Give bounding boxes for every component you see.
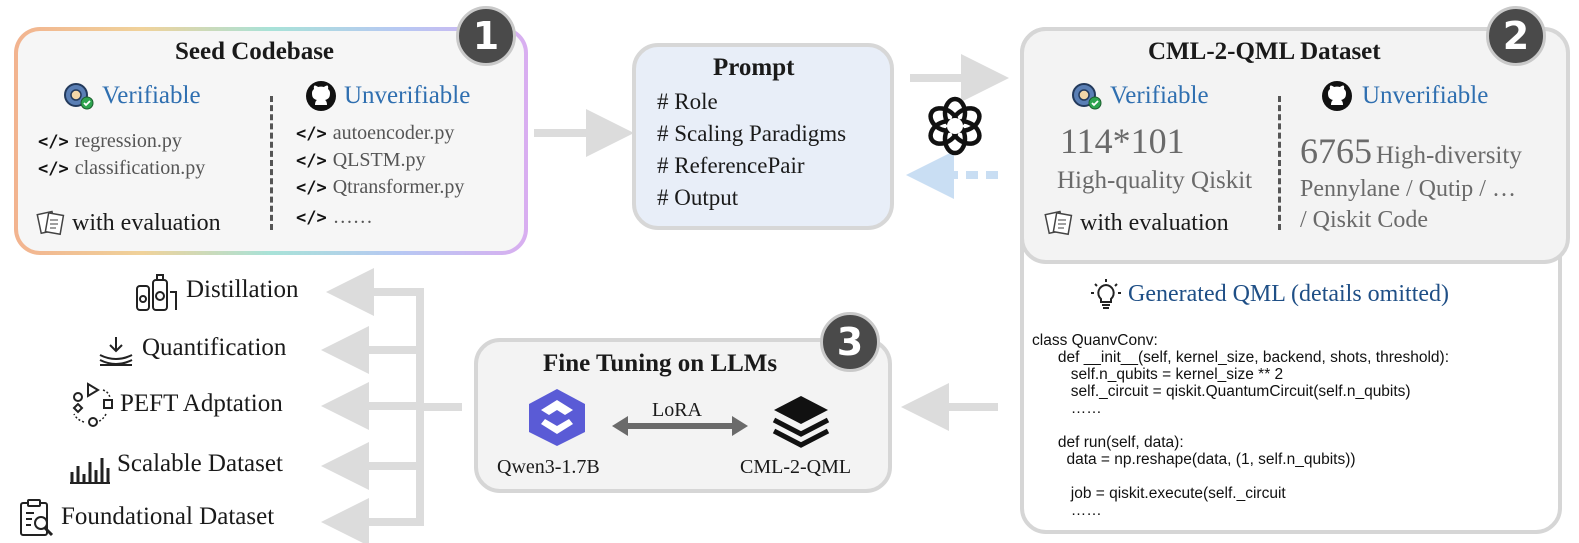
file-name: Qtransformer.py (332, 176, 465, 198)
code-icon: </> (38, 132, 69, 152)
seed-unverifiable-label: Unverifiable (344, 82, 471, 109)
seed-codebase-title: Seed Codebase (175, 38, 335, 65)
github-icon (304, 80, 340, 112)
verifiable-gear-icon (1068, 80, 1104, 112)
cml-model-label: CML-2-QML (740, 456, 852, 478)
dataset-divider (1278, 96, 1281, 230)
prompt-line: # Output (657, 185, 739, 210)
distillation-icon (134, 272, 178, 312)
seed-verifiable-label: Verifiable (102, 82, 201, 109)
peft-cycle-icon (70, 382, 116, 428)
code-icon: </> (296, 124, 327, 144)
qwen-model-label: Qwen3-1.7B (497, 456, 600, 478)
clipboard-search-icon (18, 498, 56, 538)
verifiable-description: High-quality Qiskit (1057, 167, 1253, 194)
output-scalable-dataset: Scalable Dataset (117, 450, 283, 477)
seed-file-row: </>classification.py (38, 157, 205, 180)
seed-file-row: </>autoencoder.py (296, 122, 454, 145)
prompt-panel (632, 43, 894, 230)
file-name: …… (332, 206, 373, 228)
code-icon: </> (296, 208, 327, 228)
quantification-icon (96, 335, 136, 367)
seed-divider (270, 96, 273, 230)
seed-evaluation-text: with evaluation (72, 210, 221, 236)
bar-chart-icon (68, 450, 110, 484)
code-icon: </> (38, 159, 69, 179)
layers-stack-icon (770, 392, 832, 454)
prompt-line: # ReferencePair (657, 153, 805, 178)
file-name: QLSTM.py (332, 149, 426, 171)
dataset-unverifiable-label: Unverifiable (1362, 82, 1489, 109)
prompt-title: Prompt (713, 54, 795, 81)
prompt-line: # Role (657, 89, 718, 114)
unverifiable-stats: 6765 High-diversity (1300, 130, 1522, 172)
seed-file-row: </>…… (296, 206, 373, 229)
dataset-title: CML-2-QML Dataset (1148, 38, 1381, 65)
unverifiable-desc-1: High-diversity (1376, 142, 1522, 169)
file-name: regression.py (74, 130, 182, 152)
seed-file-row: </>regression.py (38, 130, 182, 153)
file-name: autoencoder.py (332, 122, 455, 144)
seed-file-row: </>QLSTM.py (296, 149, 426, 172)
unverifiable-desc-2: Pennylane / Qutip / … (1300, 176, 1516, 202)
evaluation-icon (36, 210, 66, 236)
generated-code-snippet: class QuanvConv: def __init__(self, kern… (1032, 332, 1450, 519)
evaluation-icon (1044, 210, 1074, 236)
prompt-line: # Scaling Paradigms (657, 121, 847, 146)
step-badge-3: 3 (820, 312, 880, 372)
seed-file-row: </>Qtransformer.py (296, 176, 464, 199)
step-badge-2: 2 (1486, 6, 1546, 66)
code-icon: </> (296, 151, 327, 171)
fine-tuning-title: Fine Tuning on LLMs (543, 350, 778, 377)
lightbulb-icon (1090, 278, 1122, 310)
step-badge-1: 1 (456, 6, 516, 66)
qwen-logo-icon (523, 386, 591, 448)
output-peft-adaptation: PEFT Adptation (120, 390, 283, 417)
github-icon (1320, 80, 1356, 112)
dataset-verifiable-label: Verifiable (1110, 82, 1209, 109)
verifiable-gear-icon (60, 80, 96, 112)
code-icon: </> (296, 178, 327, 198)
dataset-evaluation-text: with evaluation (1080, 210, 1229, 236)
output-quantification: Quantification (142, 334, 287, 361)
output-distillation: Distillation (186, 276, 299, 303)
file-name: classification.py (74, 157, 206, 179)
openai-logo-icon (922, 93, 988, 159)
dataset-summary-panel (1020, 27, 1570, 264)
unverifiable-count: 6765 (1300, 131, 1372, 171)
unverifiable-desc-3: / Qiskit Code (1300, 207, 1429, 233)
lora-label: LoRA (652, 399, 702, 421)
output-foundational-dataset: Foundational Dataset (61, 503, 275, 530)
verifiable-count: 114*101 (1060, 121, 1185, 161)
generated-qml-label: Generated QML (details omitted) (1128, 281, 1449, 307)
